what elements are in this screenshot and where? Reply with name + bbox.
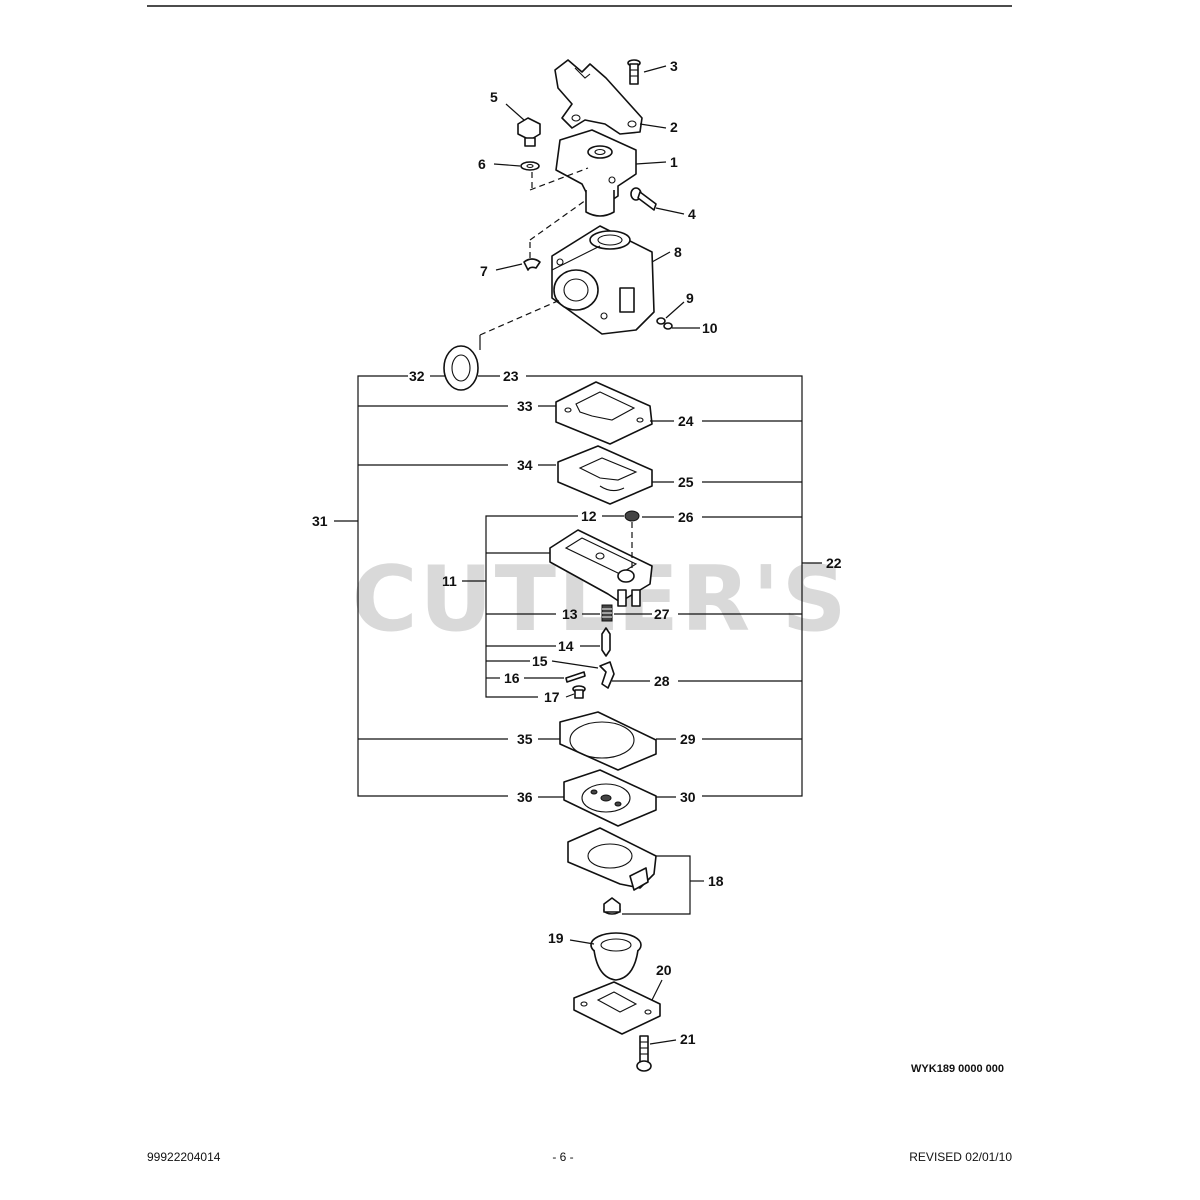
footer-revised: REVISED 02/01/10 <box>909 1150 1012 1164</box>
part-19-primer-bulb <box>590 932 642 981</box>
callout-7: 7 <box>480 263 488 279</box>
callout-31: 31 <box>312 513 328 529</box>
part-8-carburetor-body <box>551 225 655 335</box>
part-13-27-spring <box>601 604 613 622</box>
callout-35: 35 <box>517 731 533 747</box>
part-12-26-cap <box>624 510 640 522</box>
callout-9: 9 <box>686 290 694 306</box>
callout-32: 32 <box>409 368 425 384</box>
part-21-long-screw <box>636 1035 652 1072</box>
callout-11: 11 <box>442 573 457 589</box>
part-3-screw <box>627 59 641 85</box>
part-14-needle <box>601 627 611 657</box>
assembly-lines <box>479 167 633 570</box>
callout-20: 20 <box>656 962 672 978</box>
callout-29: 29 <box>680 731 696 747</box>
part-17-screw <box>572 685 586 699</box>
callout-2: 2 <box>670 119 678 135</box>
part-34-25-gasket <box>557 445 653 505</box>
callout-4: 4 <box>688 206 696 222</box>
drawing-code: WYK189 0000 000 <box>911 1063 1004 1075</box>
callout-19: 19 <box>548 930 564 946</box>
callout-23: 23 <box>503 368 519 384</box>
part-2-lever-plate <box>554 59 643 135</box>
callout-15: 15 <box>532 653 548 669</box>
footer-page-number: - 6 - <box>552 1150 573 1164</box>
part-32-23-ring <box>443 345 479 391</box>
callout-33: 33 <box>517 398 533 414</box>
callout-14: 14 <box>558 638 574 654</box>
part-7-clip <box>523 258 541 271</box>
callout-28: 28 <box>654 673 670 689</box>
callout-22: 22 <box>826 555 842 571</box>
part-1-throttle-housing <box>555 129 637 217</box>
part-9-10-screws <box>656 317 673 330</box>
callout-21: 21 <box>680 1031 696 1047</box>
part-35-29-gasket <box>559 711 657 771</box>
part-36-30-diaphragm <box>563 769 657 827</box>
callout-12: 12 <box>581 508 597 524</box>
callout-17: 17 <box>544 689 560 705</box>
part-20-retainer-plate <box>573 981 661 1035</box>
callout-5: 5 <box>490 89 498 105</box>
part-33-24-gasket <box>555 381 653 445</box>
callout-10: 10 <box>702 320 718 336</box>
callout-8: 8 <box>674 244 682 260</box>
part-16-pin <box>565 671 586 683</box>
callout-27: 27 <box>654 606 670 622</box>
part-15-28-lever <box>599 661 615 689</box>
callout-26: 26 <box>678 509 694 525</box>
leader-lines <box>334 65 822 1045</box>
callout-16: 16 <box>504 670 520 686</box>
callout-18: 18 <box>708 873 724 889</box>
callout-24: 24 <box>678 413 694 429</box>
part-5-cap <box>517 117 541 147</box>
callout-3: 3 <box>670 58 678 74</box>
footer-part-number: 99922204014 <box>147 1150 221 1164</box>
callout-25: 25 <box>678 474 694 490</box>
callout-6: 6 <box>478 156 486 172</box>
part-11-metering-body <box>549 529 653 607</box>
part-4-screw <box>630 187 657 211</box>
part-18-fitting <box>603 897 621 915</box>
callout-34: 34 <box>517 457 533 473</box>
callout-1: 1 <box>670 154 678 170</box>
part-6-washer <box>520 161 540 171</box>
callout-36: 36 <box>517 789 533 805</box>
part-18-pump-cover <box>567 827 657 891</box>
callout-30: 30 <box>680 789 696 805</box>
callout-13: 13 <box>562 606 578 622</box>
callout-labels: 3 2 5 6 1 4 8 7 9 10 32 23 33 24 34 25 3… <box>312 58 842 1047</box>
